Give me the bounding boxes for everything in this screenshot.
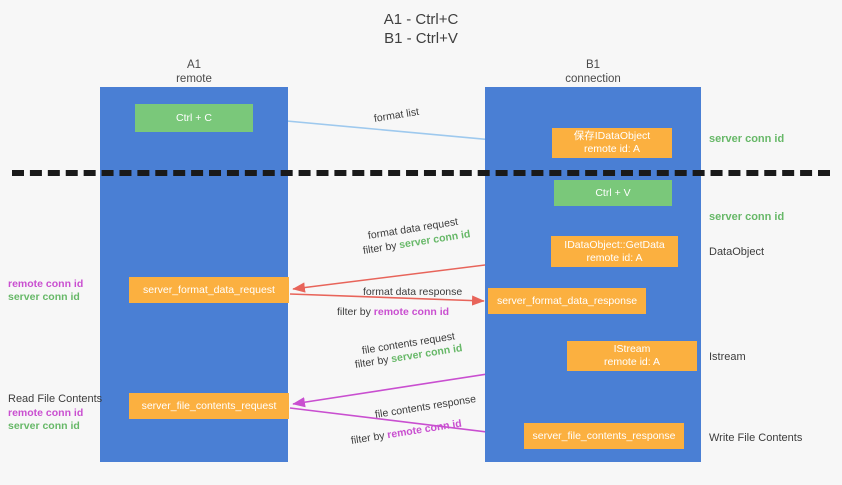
- page-title: A1 - Ctrl+C B1 - Ctrl+V: [383, 11, 459, 47]
- box-server-format-data-response[interactable]: server_format_data_response: [488, 288, 646, 314]
- box-idataobject-getdata[interactable]: IDataObject::GetData remote id: A: [551, 236, 678, 267]
- annotation-server-conn-id-top: server conn id: [709, 133, 785, 145]
- box-server-file-contents-response[interactable]: server_file_contents_response: [524, 423, 684, 449]
- annotation-remote-conn-id: remote conn id: [8, 407, 84, 419]
- box-server-format-data-request[interactable]: server_format_data_request: [129, 277, 289, 303]
- annotation-remote-conn-id: remote conn id: [8, 278, 84, 290]
- box-save-idataobject[interactable]: 保存IDataObject remote id: A: [552, 128, 672, 158]
- filter-value-remote-conn-id: remote conn id: [373, 306, 450, 318]
- box-istream[interactable]: IStream remote id: A: [567, 341, 697, 371]
- edge-label-format-data-response: format data response: [363, 286, 463, 298]
- annotation-server-conn-id: server conn id: [8, 291, 80, 303]
- arrow-file-contents-response: [289, 407, 521, 440]
- column-header-a1: A1 remote: [176, 59, 212, 85]
- annotation-dataobject: DataObject: [709, 246, 765, 258]
- phase-divider: [12, 170, 830, 176]
- annotation-read-file-contents: Read File Contents: [8, 393, 103, 405]
- edge-label-format-data-response-filter: filter by remote conn id: [337, 305, 449, 319]
- annotation-server-conn-id-mid: server conn id: [709, 211, 785, 223]
- box-server-file-contents-request[interactable]: server_file_contents_request: [129, 393, 289, 419]
- box-ctrl-c[interactable]: Ctrl + C: [135, 104, 253, 132]
- filter-prefix: filter by: [337, 306, 374, 318]
- annotation-server-conn-id: server conn id: [8, 420, 80, 432]
- annotation-istream: Istream: [709, 351, 746, 363]
- annotation-left-middle: remote conn id server conn id: [8, 278, 83, 304]
- annotation-write-file-contents: Write File Contents: [709, 432, 803, 444]
- box-ctrl-v[interactable]: Ctrl + V: [554, 180, 672, 206]
- column-header-b1: B1 connection: [565, 59, 621, 85]
- annotation-left-bottom: Read File Contents remote conn id server…: [8, 392, 102, 433]
- arrow-format-data-response: [289, 293, 485, 306]
